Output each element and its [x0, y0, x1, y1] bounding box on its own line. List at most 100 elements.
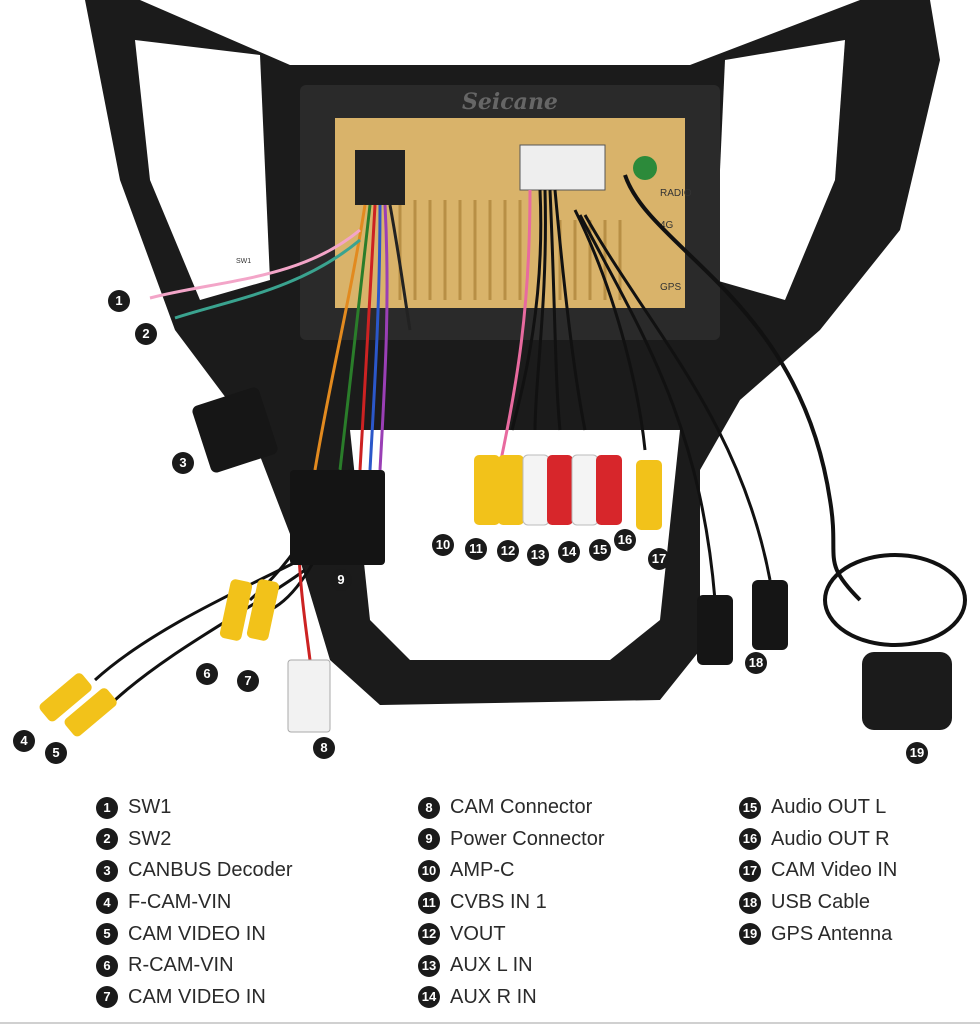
legend-number: 9: [418, 828, 440, 851]
legend-label: VOUT: [450, 922, 506, 945]
legend-item: 13 AUX L IN: [418, 950, 605, 982]
legend-label: Audio OUT R: [771, 827, 890, 850]
bottom-divider: [0, 1022, 980, 1024]
legend-label: CVBS IN 1: [450, 891, 547, 914]
legend-number: 2: [96, 828, 118, 851]
radio-antenna-port: [633, 156, 657, 180]
legend-number: 11: [418, 891, 440, 914]
legend-item: 10 AMP-C: [418, 855, 605, 887]
legend-label: SW2: [128, 827, 172, 850]
legend-number: 19: [739, 923, 761, 946]
brand-logo: Seicane: [462, 89, 558, 115]
callout-13: 13: [527, 544, 549, 566]
legend-label: CAM Connector: [450, 796, 593, 819]
canbus-decoder-box: [192, 387, 278, 473]
legend-item: 3 CANBUS Decoder: [96, 855, 293, 887]
usb-plug-b: [752, 580, 788, 650]
legend-item: 11 CVBS IN 1: [418, 887, 605, 919]
sw1-tag: SW1: [236, 258, 251, 265]
legend-number: 10: [418, 859, 440, 882]
legend-label: CAM Video IN: [771, 859, 898, 882]
legend-number: 17: [739, 859, 761, 882]
legend-label: GPS Antenna: [771, 922, 893, 945]
legend-label: CAM VIDEO IN: [128, 922, 266, 945]
legend-item: 15 Audio OUT L: [739, 792, 897, 824]
callout-12: 12: [497, 540, 519, 562]
cam-connector: [287, 659, 331, 733]
callout-17: 17: [648, 548, 670, 570]
legend-label: Audio OUT L: [771, 796, 887, 819]
power-connector: [290, 470, 385, 565]
callout-8: 8: [313, 737, 335, 759]
legend-item: 9 Power Connector: [418, 824, 605, 856]
wiring-illustration: Seicane RADIO 4G GPS: [39, 0, 967, 737]
callout-19: 19: [906, 742, 928, 764]
legend-label: AUX L IN: [450, 954, 533, 977]
rca-plugs: [39, 454, 662, 737]
usb-plug-a: [697, 595, 733, 665]
callout-16: 16: [614, 529, 636, 551]
head-unit-heatsink: [335, 118, 685, 308]
legend-label: Power Connector: [450, 827, 605, 850]
legend-item: 8 CAM Connector: [418, 792, 605, 824]
callout-11: 11: [465, 538, 487, 560]
legend-number: 7: [96, 986, 118, 1009]
legend-item: 5 CAM VIDEO IN: [96, 918, 293, 950]
legend-item: 18 USB Cable: [739, 887, 897, 919]
callout-4: 4: [13, 730, 35, 752]
legend-item: 2 SW2: [96, 824, 293, 856]
callout-10: 10: [432, 534, 454, 556]
legend-label: SW1: [128, 796, 172, 819]
callout-15: 15: [589, 539, 611, 561]
legend-number: 15: [739, 796, 761, 819]
legend-item: 14 AUX R IN: [418, 982, 605, 1014]
legend-item: 16 Audio OUT R: [739, 824, 897, 856]
callout-9: 9: [330, 569, 352, 591]
legend-item: 4 F-CAM-VIN: [96, 887, 293, 919]
fourg-label: 4G: [660, 220, 674, 231]
callout-18: 18: [745, 652, 767, 674]
callout-2: 2: [135, 323, 157, 345]
legend-label: AMP-C: [450, 859, 515, 882]
legend-number: 4: [96, 891, 118, 914]
legend-label: AUX R IN: [450, 985, 537, 1008]
legend-number: 3: [96, 859, 118, 882]
callout-14: 14: [558, 541, 580, 563]
legend-number: 16: [739, 828, 761, 851]
legend-label: USB Cable: [771, 891, 870, 914]
legend-item: 7 CAM VIDEO IN: [96, 982, 293, 1014]
legend-item: 6 R-CAM-VIN: [96, 950, 293, 982]
radio-label: RADIO: [660, 188, 692, 199]
legend-number: 18: [739, 891, 761, 914]
legend-number: 12: [418, 923, 440, 946]
frame-window-left: [135, 40, 270, 300]
frame-window-right: [715, 40, 845, 300]
legend-item: 12 VOUT: [418, 918, 605, 950]
legend-item: 1 SW1: [96, 792, 293, 824]
legend-number: 6: [96, 954, 118, 977]
legend-item: 17 CAM Video IN: [739, 855, 897, 887]
callout-5: 5: [45, 742, 67, 764]
main-harness-socket: [355, 150, 405, 205]
callout-6: 6: [196, 663, 218, 685]
legend-label: CAM VIDEO IN: [128, 985, 266, 1008]
legend-label: F-CAM-VIN: [128, 891, 232, 914]
gps-cable-coil: [823, 553, 967, 647]
callout-1: 1: [108, 290, 130, 312]
legend-number: 14: [418, 986, 440, 1009]
aux-socket: [519, 144, 606, 191]
legend-label: CANBUS Decoder: [128, 859, 293, 882]
legend-number: 13: [418, 954, 440, 977]
gps-label: GPS: [660, 282, 681, 293]
wiring-diagram: Seicane RADIO 4G GPS: [13, 0, 967, 764]
legend-number: 8: [418, 796, 440, 819]
callout-3: 3: [172, 452, 194, 474]
legend-label: R-CAM-VIN: [128, 954, 234, 977]
gps-antenna-puck: [862, 652, 952, 730]
legend-item: 19 GPS Antenna: [739, 918, 897, 950]
legend-number: 5: [96, 923, 118, 946]
legend-number: 1: [96, 796, 118, 819]
callout-7: 7: [237, 670, 259, 692]
